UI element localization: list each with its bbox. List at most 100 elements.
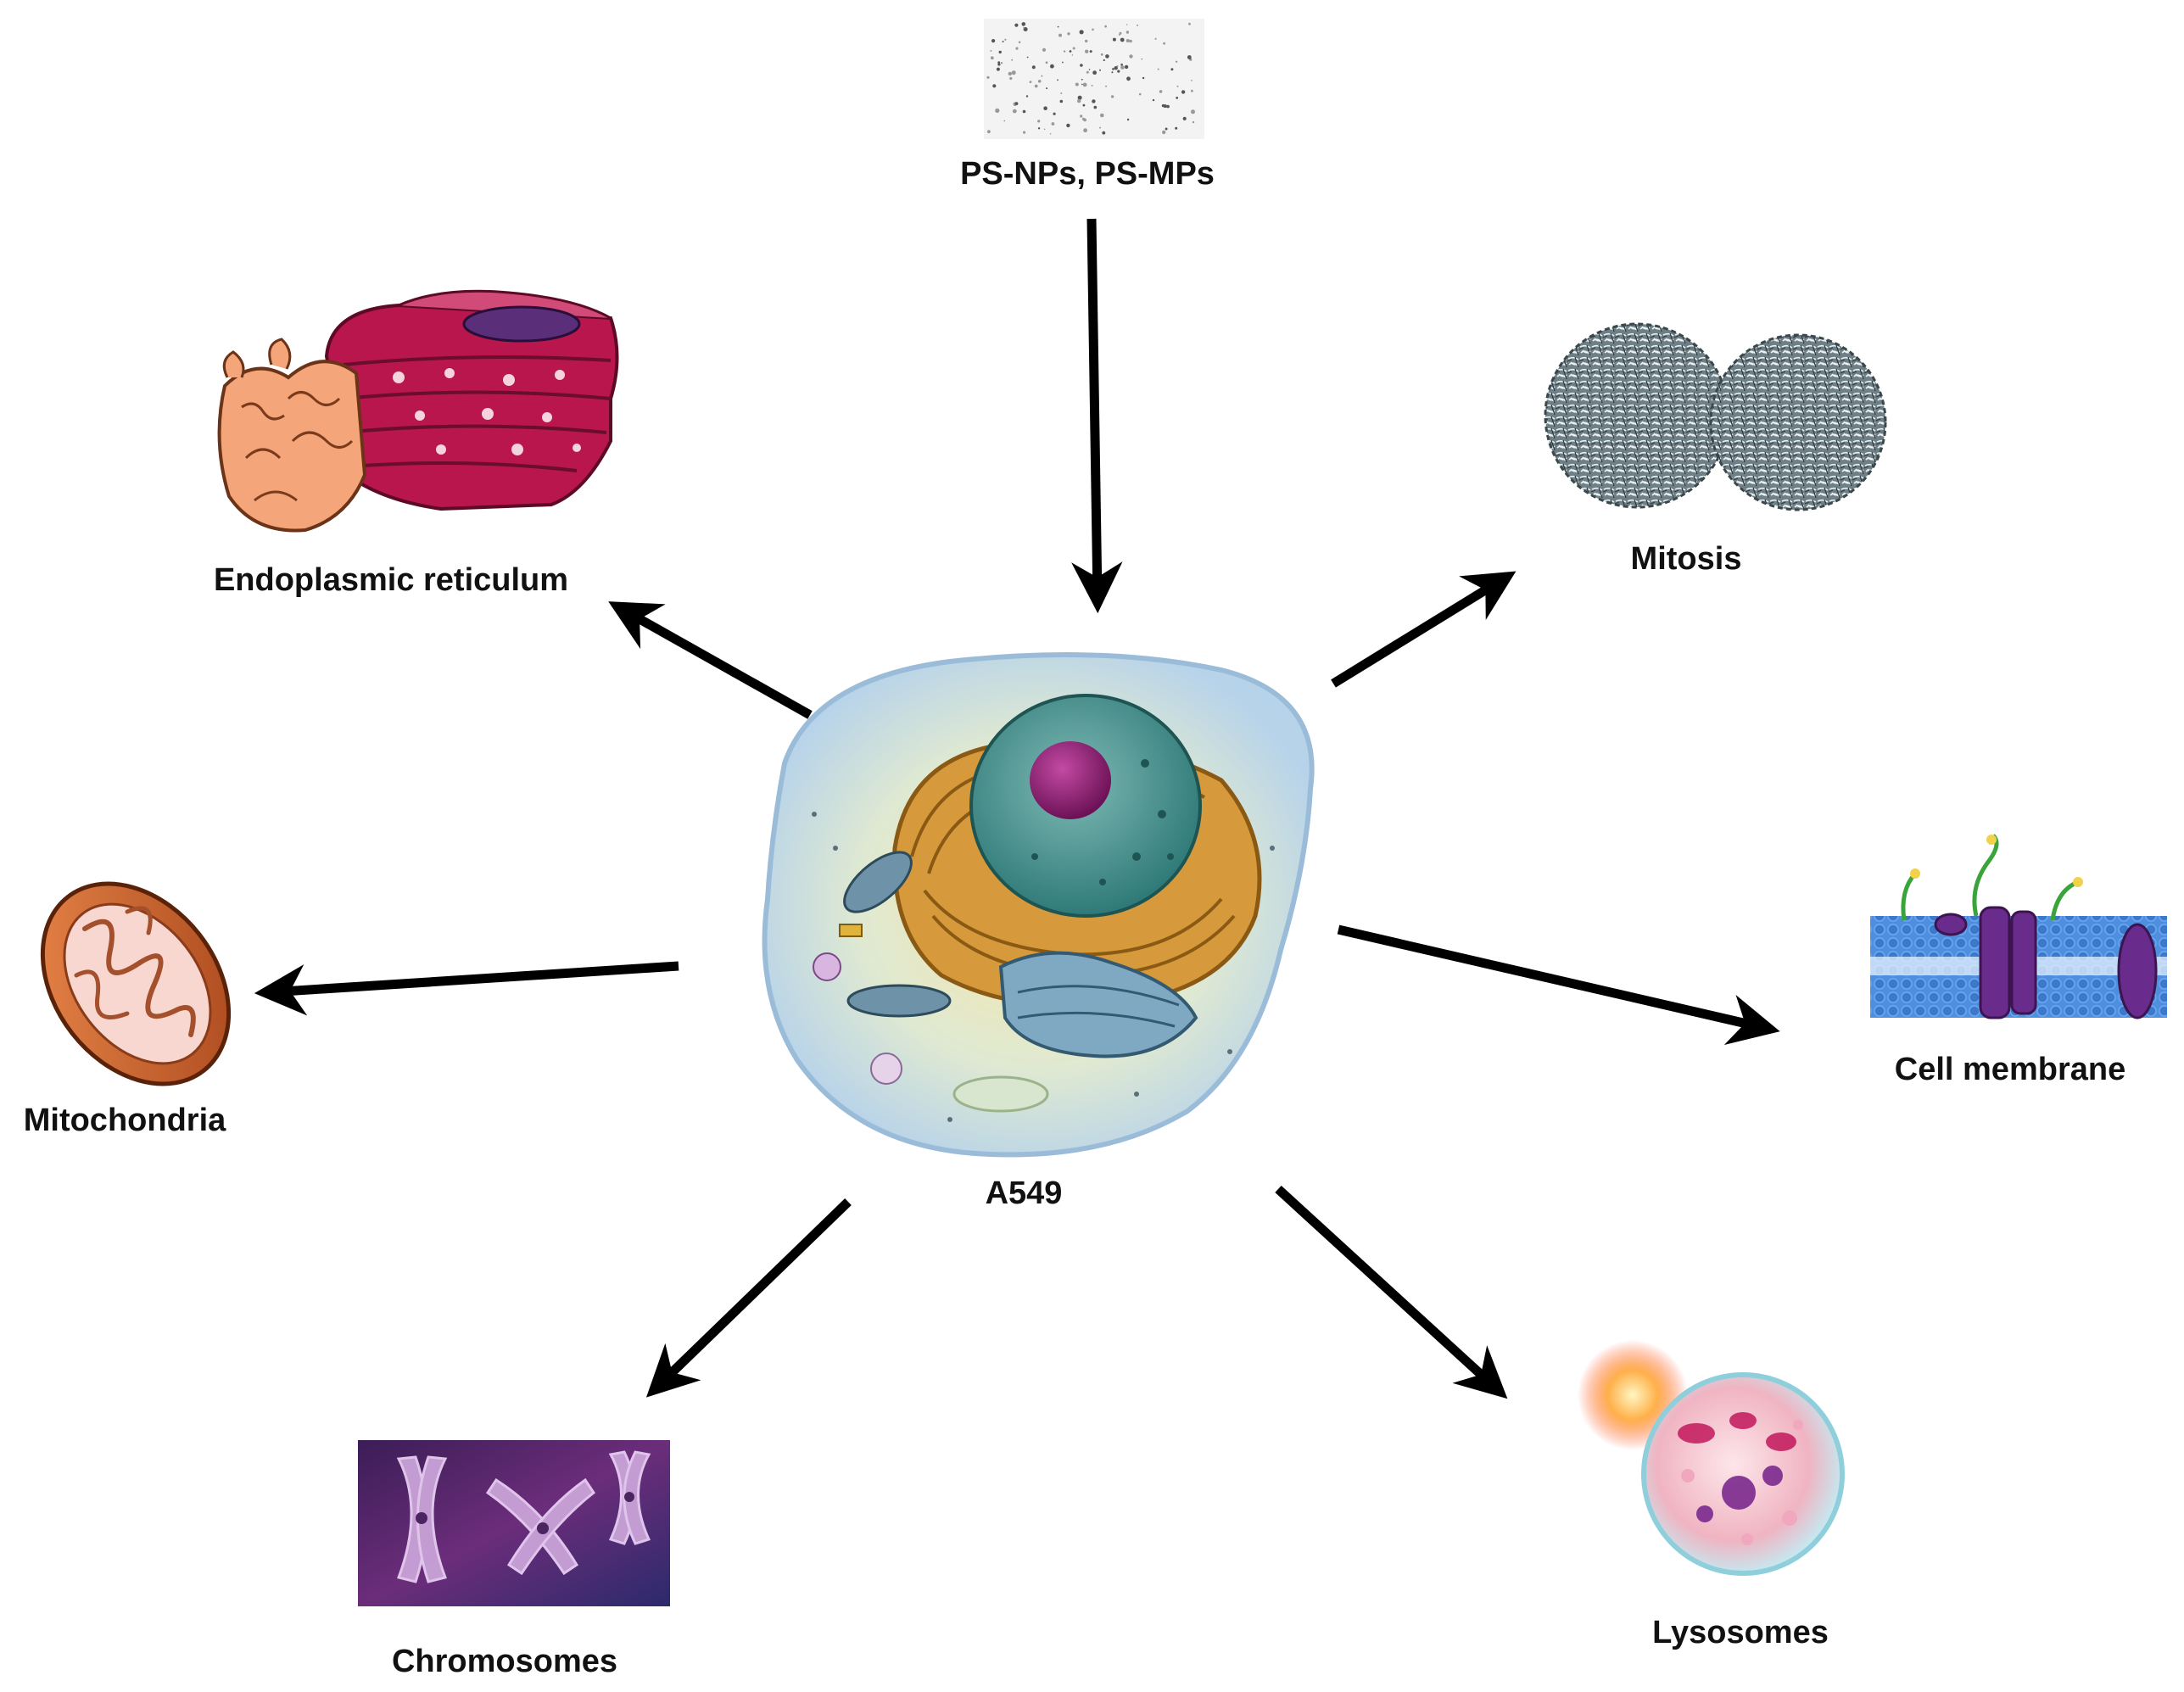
particle-dot: [1089, 50, 1092, 53]
center-label: A549: [985, 1175, 1063, 1211]
particle-dot: [1126, 24, 1128, 25]
particle-dot: [1037, 120, 1041, 123]
particle-dot: [1045, 61, 1048, 64]
particle-dot: [1126, 118, 1130, 121]
endoplasmic-reticulum-label: Endoplasmic reticulum: [213, 562, 569, 598]
particle-dot: [1120, 37, 1125, 42]
cell-membrane-label: Cell membrane: [1894, 1052, 2126, 1087]
particle-dot: [1176, 85, 1179, 87]
edge-layer: [254, 218, 1780, 1399]
particles-icon: [984, 19, 1204, 139]
particle-dot: [1080, 64, 1083, 67]
particle-dot: [1166, 104, 1170, 109]
particle-dot: [1057, 25, 1059, 28]
particle-dot: [1058, 33, 1062, 37]
particle-dot: [1043, 106, 1047, 110]
particle-dot: [1086, 70, 1089, 74]
particle-dot: [1059, 99, 1064, 103]
particle-dot: [1105, 54, 1109, 59]
particle-dot: [1082, 103, 1086, 107]
particle-dot: [1041, 75, 1043, 77]
particle-dot: [1042, 47, 1047, 52]
particle-dot: [1057, 79, 1058, 81]
endoplasmic-reticulum-icon: [217, 289, 619, 533]
particle-dot: [1120, 63, 1123, 66]
particle-dot: [995, 108, 1000, 113]
particle-dot: [1026, 56, 1029, 59]
particle-dot: [1088, 69, 1091, 70]
particle-dot: [998, 50, 1002, 54]
particle-dot: [1182, 116, 1187, 120]
cell-icon: [762, 652, 1315, 1158]
mitosis-label: Mitosis: [1630, 541, 1742, 577]
particle-dot: [1138, 92, 1142, 96]
particle-dot: [1077, 98, 1081, 103]
particle-dot: [1154, 37, 1157, 40]
arrow-center-to-endoplasmic-reticulum: [608, 601, 813, 719]
particle-dot: [1022, 109, 1026, 114]
particle-dot: [1141, 58, 1143, 60]
particle-dot: [990, 49, 992, 52]
particle-dot: [1191, 109, 1195, 114]
lysosomes-label: Lysosomes: [1652, 1615, 1829, 1650]
particle-dot: [1051, 122, 1055, 126]
lysosome-icon: [1578, 1340, 1845, 1576]
particle-dot: [1112, 37, 1116, 42]
particle-dot: [1187, 55, 1192, 59]
particle-dot: [1053, 112, 1056, 115]
particle-dot: [1080, 114, 1083, 118]
particle-dot: [1011, 70, 1016, 75]
particle-dot: [1170, 68, 1174, 71]
particle-dot: [1012, 109, 1017, 114]
particle-dot: [1085, 39, 1088, 43]
particle-dot: [1049, 133, 1052, 135]
source-label: PS-NPs, PS-MPs: [960, 156, 1215, 192]
membrane-icon: [1870, 834, 2167, 1019]
particle-dot: [1116, 65, 1119, 67]
particle-dot: [1037, 127, 1041, 130]
chromosomes-icon: [358, 1440, 670, 1606]
particle-dot: [992, 84, 997, 88]
particle-dots: [986, 22, 1195, 135]
dividing-cells-icon: [1544, 322, 1887, 511]
particle-dot: [1071, 54, 1074, 56]
particle-dot: [1110, 95, 1114, 98]
particle-dot: [1162, 130, 1166, 135]
particle-dot: [1181, 90, 1186, 94]
particle-dot: [1023, 27, 1025, 29]
arrow-center-to-lysosomes: [1275, 1185, 1508, 1399]
particle-dot: [1129, 54, 1133, 59]
particle-dot: [1091, 84, 1093, 87]
particle-dot: [1163, 104, 1167, 109]
particle-dot: [1085, 49, 1089, 53]
particle-dot: [1031, 65, 1036, 70]
particle-dot: [1066, 123, 1070, 128]
particle-dot: [1083, 128, 1087, 133]
particle-dot: [1099, 126, 1101, 129]
particle-dot: [1126, 39, 1130, 42]
particle-dot: [1114, 66, 1118, 70]
arrow-center-to-mitosis: [1331, 571, 1517, 688]
particle-dot: [1120, 65, 1125, 70]
particle-dot: [1034, 84, 1038, 88]
particle-dot: [1188, 22, 1191, 25]
particle-dot: [1072, 47, 1075, 50]
particle-dot: [1152, 98, 1155, 102]
particle-dot: [1081, 117, 1086, 120]
particle-dot: [1165, 127, 1168, 131]
arrow-center-to-mitochondria: [254, 961, 679, 1016]
particle-dot: [1004, 38, 1007, 41]
particle-dot: [1126, 76, 1131, 81]
particle-dot: [1142, 76, 1145, 80]
chromosomes-label: Chromosomes: [391, 1644, 618, 1679]
particle-dot: [987, 130, 991, 134]
particle-dot: [1018, 41, 1021, 44]
particle-dot: [1062, 61, 1064, 64]
particle-dot: [1000, 62, 1003, 64]
particle-dot: [1137, 24, 1139, 26]
particle-dot: [1176, 97, 1179, 99]
particle-dot: [1069, 50, 1072, 53]
particle-dot: [1105, 85, 1108, 87]
